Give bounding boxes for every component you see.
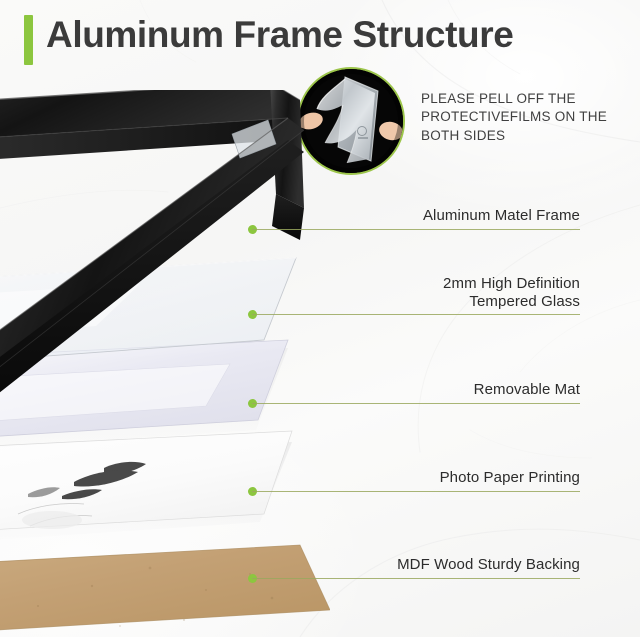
callout-label-photo-paper-printing: Photo Paper Printing (439, 468, 580, 486)
callout-label-removable-mat: Removable Mat (473, 380, 580, 398)
protective-film-note: PLEASE PELL OFF THE PROTECTIVEFILMS ON T… (421, 91, 608, 143)
protective-film-photo (297, 67, 405, 175)
callout-leader-line (252, 314, 580, 315)
callout-leader-line (252, 578, 580, 579)
callout-leader-line (252, 403, 580, 404)
callout-label-aluminum-metal-frame: Aluminum Matel Frame (422, 206, 580, 224)
exploded-frame-illustration (0, 90, 330, 631)
layer-photo-paper (0, 430, 293, 540)
layer-mdf-backing (0, 544, 330, 631)
title-accent-bar (24, 15, 33, 65)
layer-aluminum-frame (0, 90, 305, 393)
layer-removable-mat (0, 339, 289, 448)
page-title: Aluminum Frame Structure (46, 14, 514, 55)
callout-label-mdf-wood-backing: MDF Wood Sturdy Backing (397, 555, 580, 573)
callout-leader-line (252, 229, 580, 230)
callout-label-tempered-glass: 2mm High Definition Tempered Glass (443, 275, 580, 310)
callout-leader-line (252, 491, 580, 492)
